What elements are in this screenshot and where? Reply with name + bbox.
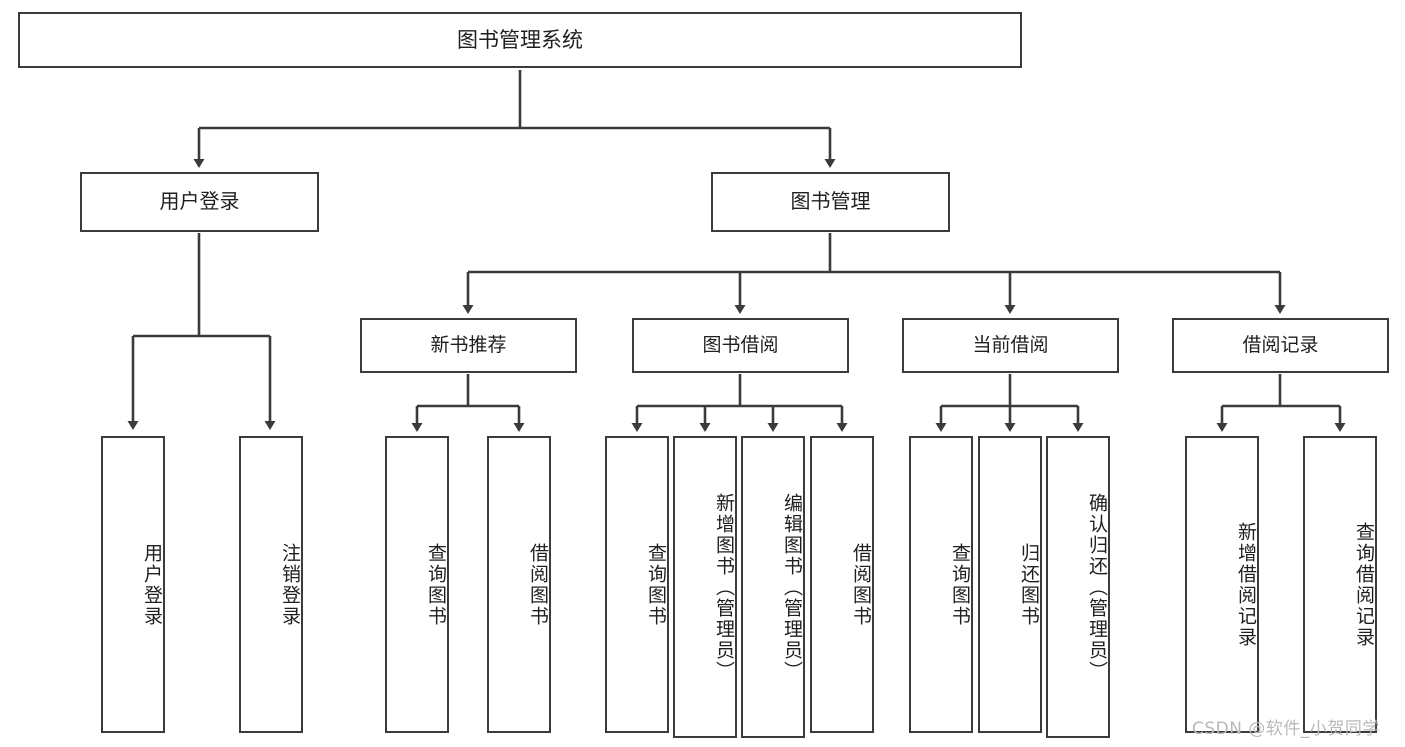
node-borrow-record-label: 借阅记录 bbox=[1242, 334, 1319, 357]
node-root[interactable]: 图书管理系统 bbox=[18, 12, 1022, 68]
leaf-return-book[interactable]: 归还图书 bbox=[978, 436, 1042, 733]
leaf-borrow-book-1[interactable]: 借阅图书 bbox=[487, 436, 551, 733]
leaf-query-book-1-label: 查询图书 bbox=[425, 542, 447, 627]
leaf-borrow-book-2[interactable]: 借阅图书 bbox=[810, 436, 874, 733]
leaf-add-record-label: 新增借阅记录 bbox=[1235, 521, 1257, 648]
leaf-edit-book-label: 编辑图书（管理员） bbox=[781, 492, 803, 682]
node-current-borrow[interactable]: 当前借阅 bbox=[902, 318, 1119, 373]
leaf-logout-login-label: 注销登录 bbox=[279, 542, 301, 627]
node-new-book-recommend[interactable]: 新书推荐 bbox=[360, 318, 577, 373]
leaf-confirm-return-label: 确认归还（管理员） bbox=[1086, 492, 1108, 682]
node-new-book-recommend-label: 新书推荐 bbox=[430, 334, 507, 357]
leaf-add-book[interactable]: 新增图书（管理员） bbox=[673, 436, 737, 738]
leaf-query-book-2[interactable]: 查询图书 bbox=[605, 436, 669, 733]
csdn-watermark: CSDN @软件_小贺同学 bbox=[1192, 719, 1380, 739]
leaf-add-record[interactable]: 新增借阅记录 bbox=[1185, 436, 1259, 733]
node-book-borrow[interactable]: 图书借阅 bbox=[632, 318, 849, 373]
leaf-user-login-label: 用户登录 bbox=[141, 542, 163, 627]
leaf-add-book-label: 新增图书（管理员） bbox=[713, 492, 735, 682]
leaf-query-book-3[interactable]: 查询图书 bbox=[909, 436, 973, 733]
leaf-return-book-label: 归还图书 bbox=[1018, 542, 1040, 627]
leaf-query-book-1[interactable]: 查询图书 bbox=[385, 436, 449, 733]
node-book-borrow-label: 图书借阅 bbox=[702, 334, 779, 357]
leaf-user-login[interactable]: 用户登录 bbox=[101, 436, 165, 733]
leaf-query-record[interactable]: 查询借阅记录 bbox=[1303, 436, 1377, 733]
node-book-management-label: 图书管理 bbox=[790, 189, 871, 214]
leaf-borrow-book-1-label: 借阅图书 bbox=[527, 542, 549, 627]
node-current-borrow-label: 当前借阅 bbox=[972, 334, 1049, 357]
leaf-logout-login[interactable]: 注销登录 bbox=[239, 436, 303, 733]
node-book-management[interactable]: 图书管理 bbox=[711, 172, 950, 232]
node-user-login[interactable]: 用户登录 bbox=[80, 172, 319, 232]
leaf-confirm-return[interactable]: 确认归还（管理员） bbox=[1046, 436, 1110, 738]
node-user-login-label: 用户登录 bbox=[159, 189, 240, 214]
node-root-label: 图书管理系统 bbox=[457, 27, 583, 52]
leaf-query-book-2-label: 查询图书 bbox=[645, 542, 667, 627]
node-borrow-record[interactable]: 借阅记录 bbox=[1172, 318, 1389, 373]
leaf-query-book-3-label: 查询图书 bbox=[949, 542, 971, 627]
leaf-edit-book[interactable]: 编辑图书（管理员） bbox=[741, 436, 805, 738]
leaf-query-record-label: 查询借阅记录 bbox=[1353, 521, 1375, 648]
leaf-borrow-book-2-label: 借阅图书 bbox=[850, 542, 872, 627]
